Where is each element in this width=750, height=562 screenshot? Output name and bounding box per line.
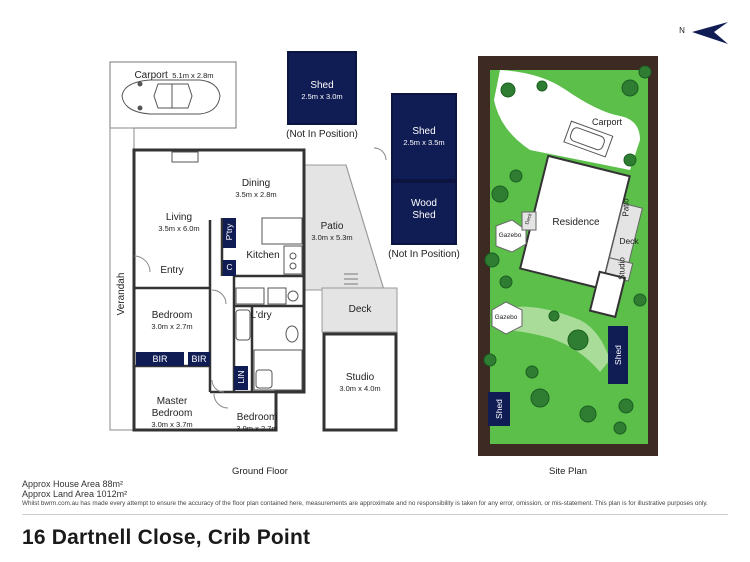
house-area-note: Approx House Area 88m² (22, 479, 124, 489)
shed-2-label: Shed 2.5m x 3.5m (392, 126, 456, 148)
c-label: C (226, 262, 233, 272)
bedroom-1-name: Bedroom (151, 310, 193, 321)
bir-tag-right (188, 352, 210, 366)
car-icon (121, 79, 221, 115)
master-bedroom-line1: Master (156, 396, 188, 407)
bedroom-1-label: Bedroom 3.0m x 2.7m (140, 310, 204, 332)
site-plan-drawing (478, 22, 728, 456)
shed-1-note: (Not In Position) (286, 129, 358, 140)
site-car-icon (569, 127, 605, 151)
divider-line (22, 514, 728, 515)
master-bedroom-dims: 3.0m x 3.7m (151, 420, 193, 429)
verandah-outline (109, 127, 135, 431)
site-plan-caption: Site Plan (548, 466, 588, 477)
living-name: Living (165, 212, 193, 223)
site-carport-label: Carport (591, 117, 622, 127)
studio-name: Studio (345, 372, 375, 383)
small-deck (521, 211, 537, 231)
site-shed-2-label: Shed (494, 399, 504, 419)
bir-left-label: BIR (152, 354, 168, 364)
shed-2-box (391, 93, 457, 181)
wood-shed-line2: Shed (412, 210, 436, 221)
bedroom-1-dims: 3.0m x 2.7m (151, 322, 193, 331)
c-tag (223, 260, 236, 276)
gazebo-2-label: Gazebo (494, 314, 518, 321)
bedroom-2-dims: 3.9m x 2.7m (236, 424, 278, 433)
property-title: 16 Dartnell Close, Crib Point (22, 526, 311, 549)
land-area-note: Approx Land Area 1012m² (22, 489, 128, 499)
disclaimer-text: Whilst bwrm.com.au has made every attemp… (22, 500, 708, 507)
shed-1-label: Shed 2.5m x 3.0m (288, 80, 356, 102)
entry-label: Entry (160, 265, 184, 276)
pantry-label: P'try (224, 223, 234, 241)
trees (483, 65, 652, 435)
site-shed-1-label: Shed (613, 345, 623, 365)
shed-2-dims: 2.5m x 3.5m (403, 138, 445, 147)
shed-1-box (287, 51, 357, 125)
site-plan: N Carport Residence Patio Deck Studio Ga… (470, 0, 750, 480)
north-label: N (679, 26, 685, 35)
site-deck-label: Deck (619, 236, 639, 246)
gazebo-1-label: Gazebo (498, 232, 522, 239)
site-shed-1 (608, 326, 628, 384)
bedroom-2-label: Bedroom 3.9m x 2.7m (222, 412, 292, 434)
patio-dims: 3.0m x 5.3m (311, 233, 353, 242)
bedroom-2-name: Bedroom (236, 412, 278, 423)
gazebo-1-icon (495, 219, 527, 253)
bir-right-label: BIR (191, 354, 207, 364)
carport-name: Carport (134, 70, 168, 81)
living-label: Living 3.5m x 6.0m (148, 212, 210, 234)
bathroom-fixtures (235, 309, 303, 391)
kitchen-label: Kitchen (246, 250, 280, 261)
site-studio-label: Studio (617, 257, 627, 280)
carport-dims: 5.1m x 2.8m (172, 71, 214, 80)
laundry-label: L'dry (250, 310, 272, 321)
dining-label: Dining 3.5m x 2.8m (226, 178, 286, 200)
wood-shed-note: (Not In Position) (388, 249, 460, 260)
gazebo-2-icon (491, 301, 523, 335)
studio-label: Studio 3.0m x 4.0m (326, 372, 394, 394)
patio-name: Patio (320, 221, 344, 232)
verandah-label: Verandah (116, 272, 127, 316)
residence-studio (588, 270, 627, 319)
shed-2-name: Shed (412, 126, 436, 137)
site-patio-label: Patio (621, 198, 631, 217)
patio-label: Patio 3.0m x 5.3m (306, 221, 358, 243)
deck-area (321, 287, 398, 333)
lin-label: LIN (236, 370, 246, 384)
carport-label: Carport 5.1m x 2.8m (112, 65, 236, 83)
dining-dims: 3.5m x 2.8m (235, 190, 277, 199)
north-arrow-icon (692, 22, 728, 44)
floor-plan-walls (109, 51, 457, 432)
studio-dims: 3.0m x 4.0m (339, 384, 381, 393)
site-shed-2 (488, 392, 510, 426)
wood-shed-box (391, 181, 457, 245)
garden-path (500, 306, 610, 372)
master-bedroom-label: Master Bedroom 3.0m x 3.7m (138, 396, 206, 430)
deck-label: Deck (348, 304, 372, 315)
bir-tag-left (136, 352, 184, 366)
kitchen-benches (235, 217, 303, 305)
shed-1-name: Shed (310, 80, 334, 91)
ground-floor-caption: Ground Floor (232, 466, 288, 477)
studio-outline (322, 332, 398, 432)
pantry-tag (223, 218, 236, 248)
master-bedroom-line2: Bedroom (151, 408, 193, 419)
wood-shed-line1: Wood (411, 198, 437, 209)
dining-name: Dining (241, 178, 271, 189)
lin-tag (234, 366, 248, 390)
living-dims: 3.5m x 6.0m (158, 224, 200, 233)
residence-label: Residence (552, 217, 600, 228)
wood-shed-label: Wood Shed (392, 198, 456, 222)
ground-floor-plan: Carport 5.1m x 2.8m Shed 2.5m x 3.0m (No… (109, 51, 460, 477)
shed-1-dims: 2.5m x 3.0m (301, 92, 343, 101)
patio-steps (344, 273, 358, 285)
